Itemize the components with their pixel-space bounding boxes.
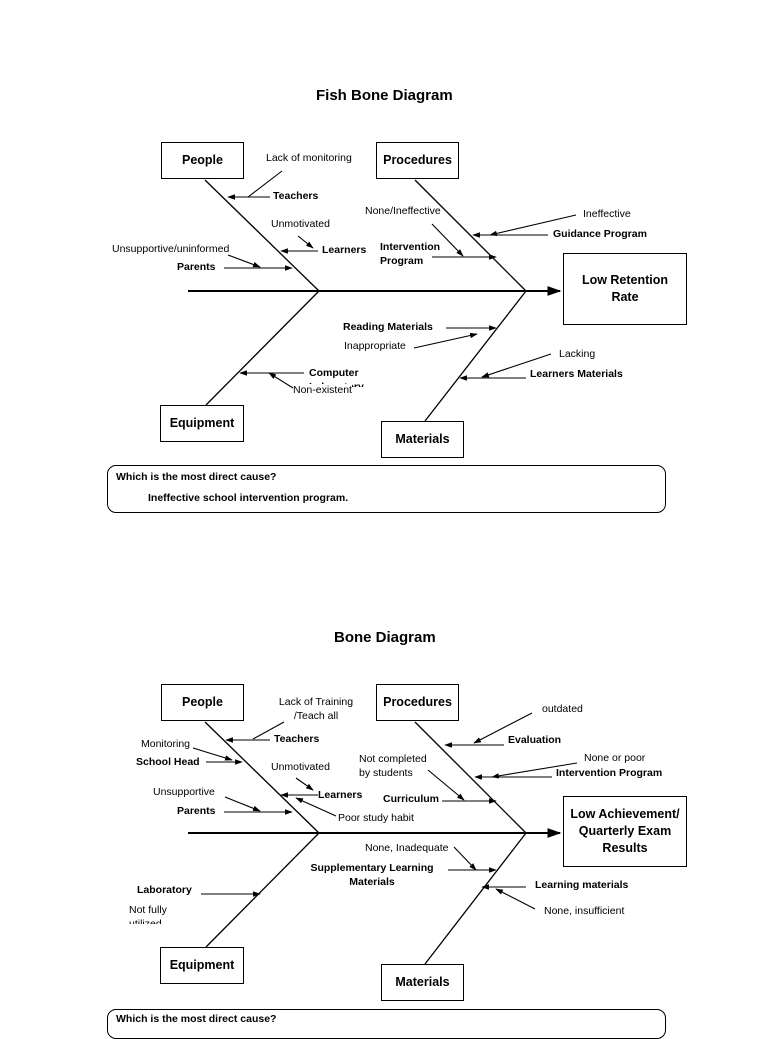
d2-arrow-monitoring xyxy=(192,747,233,761)
d2-arrow-not-completed xyxy=(427,769,465,801)
d1-cause-computer-lab: Computer Laboratory xyxy=(309,367,364,387)
d1-arrow-non-existent xyxy=(268,372,294,389)
d2-cause-supplementary: Supplementary Learning Materials xyxy=(310,862,434,888)
d2-cause-laboratory: Laboratory xyxy=(137,884,192,896)
d1-cause-unmotivated: Unmotivated xyxy=(271,218,330,230)
d2-arrow-none-or-poor xyxy=(491,762,578,779)
d2-arrow-outdated xyxy=(473,712,533,744)
d2-cause-evaluation: Evaluation xyxy=(508,734,562,746)
d2-bone-equipment xyxy=(205,832,320,948)
d1-cause-reading-materials: Reading Materials xyxy=(343,321,433,333)
d1-cause-teachers: Teachers xyxy=(273,190,319,202)
d1-cause-guidance: Guidance Program xyxy=(553,228,647,240)
d1-cause-parents: Parents xyxy=(177,261,216,273)
d2-cause-none-or-poor: None or poor xyxy=(584,752,646,764)
d1-cause-ineffective: Ineffective xyxy=(583,208,631,220)
d2-question-box: Which is the most direct cause? xyxy=(107,1009,666,1039)
d2-category-people: People xyxy=(161,684,244,721)
d1-question-box: Which is the most direct cause? Ineffect… xyxy=(107,465,666,513)
d2-cause-monitoring: Monitoring xyxy=(141,738,191,750)
d2-cause-intervention: Intervention Program xyxy=(556,767,663,779)
d1-cause-lacking: Lacking xyxy=(559,348,596,360)
d1-category-equipment: Equipment xyxy=(160,405,244,442)
d1-effect-box: Low Retention Rate xyxy=(563,253,687,325)
d1-arrow-none-ineffective xyxy=(431,223,464,257)
d2-cause-learning-materials: Learning materials xyxy=(535,879,629,891)
d1-arrow-unsupportive xyxy=(227,254,261,268)
d1-category-materials: Materials xyxy=(381,421,464,458)
d1-cause-unsupportive: Unsupportive/uninformed xyxy=(112,243,230,255)
d2-cause-school-head: School Head xyxy=(136,756,200,768)
d1-arrow-unmotivated xyxy=(297,235,314,249)
d1-cause-learners-materials: Learners Materials xyxy=(530,368,623,380)
d2-title: Bone Diagram xyxy=(334,629,436,646)
d2-cause-none-inadequate: None, Inadequate xyxy=(365,842,449,854)
d1-cause-non-existent: Non-existent xyxy=(293,384,352,398)
d1-category-people: People xyxy=(161,142,244,179)
d2-cause-unmotivated: Unmotivated xyxy=(271,761,330,773)
d1-cause-learners: Learners xyxy=(322,244,367,256)
d2-category-materials: Materials xyxy=(381,964,464,1001)
d1-question: Which is the most direct cause? xyxy=(116,471,277,483)
d2-cause-not-fully-utilized: Not fully utilized xyxy=(129,904,167,924)
d2-cause-parents: Parents xyxy=(177,805,216,817)
d2-cause-learners: Learners xyxy=(318,789,363,801)
d1-bone-materials xyxy=(424,290,527,422)
d2-bone-people xyxy=(204,721,320,834)
d1-answer: Ineffective school intervention program. xyxy=(148,492,349,504)
d2-bone-procedures xyxy=(414,721,527,834)
d2-arrow-unsupportive xyxy=(224,796,261,812)
d2-question: Which is the most direct cause? xyxy=(116,1013,277,1025)
d1-arrow-inappropriate xyxy=(413,332,478,349)
d2-arrow-unmotivated xyxy=(295,777,314,791)
d2-cause-unsupportive: Unsupportive xyxy=(153,786,215,798)
d1-cause-lack-monitoring: Lack of monitoring xyxy=(266,152,352,164)
d1-cause-inappropriate: Inappropriate xyxy=(344,340,406,352)
d2-category-equipment: Equipment xyxy=(160,947,244,984)
d1-arrow-ineffective xyxy=(489,214,577,237)
d2-cause-lack-training: Lack of Training /Teach all xyxy=(278,696,354,722)
d1-arrow-lacking xyxy=(481,353,552,378)
d1-bone-people xyxy=(204,179,320,292)
d2-cause-poor-study: Poor study habit xyxy=(338,812,414,824)
d2-arrow-lack-training xyxy=(252,721,285,740)
d2-effect-box: Low Achievement/ Quarterly Exam Results xyxy=(563,796,687,867)
d2-cause-not-completed: Not completed by students xyxy=(359,753,427,779)
d2-category-procedures: Procedures xyxy=(376,684,459,721)
d2-arrow-poor-study xyxy=(295,797,337,817)
d1-bone-equipment xyxy=(205,290,320,406)
d2-bone-materials xyxy=(424,832,527,965)
d1-cause-intervention: Intervention Program xyxy=(380,241,441,267)
d2-cause-teachers: Teachers xyxy=(274,733,320,745)
d2-cause-curriculum: Curriculum xyxy=(383,793,440,805)
d1-category-procedures: Procedures xyxy=(376,142,459,179)
d2-cause-none-insufficient: None, insufficient xyxy=(544,905,625,917)
d2-cause-outdated: outdated xyxy=(542,703,583,715)
d1-title: Fish Bone Diagram xyxy=(316,87,453,104)
d2-arrow-none-insufficient xyxy=(495,888,536,910)
d1-cause-none-ineffective: None/Ineffective xyxy=(365,205,441,217)
d1-arrow-lack-monitoring xyxy=(247,170,283,198)
d2-arrow-none-inadequate xyxy=(453,846,477,871)
d1-bone-procedures xyxy=(414,179,527,292)
